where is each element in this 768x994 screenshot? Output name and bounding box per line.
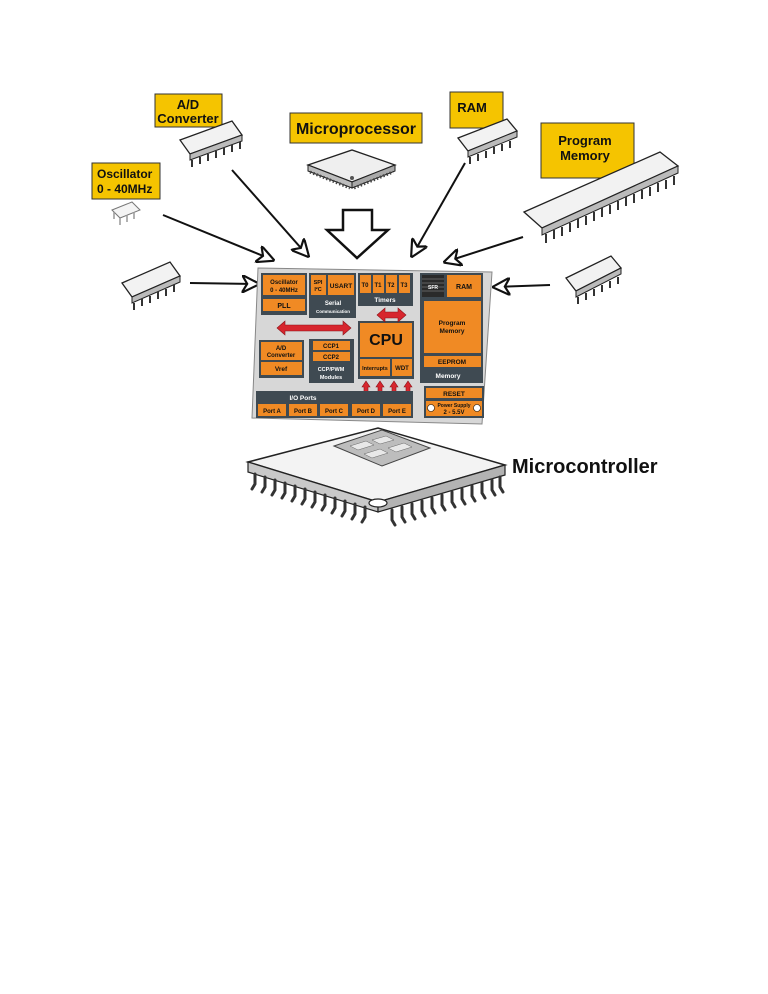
svg-text:Port C: Port C	[325, 409, 344, 415]
svg-text:Power Supply: Power Supply	[437, 403, 470, 409]
svg-text:T3: T3	[400, 283, 408, 289]
svg-text:Memory: Memory	[440, 328, 465, 335]
svg-text:CPU: CPU	[369, 332, 403, 349]
svg-text:Serial: Serial	[325, 301, 342, 307]
svg-text:EEPROM: EEPROM	[438, 359, 466, 366]
svg-text:2 - 5.5V: 2 - 5.5V	[443, 410, 464, 416]
svg-text:Port D: Port D	[357, 409, 376, 415]
svg-text:Memory: Memory	[436, 373, 461, 380]
microcontroller-label: Microcontroller	[512, 456, 658, 478]
svg-text:A/D: A/D	[177, 97, 199, 112]
svg-text:CCP2: CCP2	[323, 355, 340, 361]
right-chip-icon	[564, 255, 623, 304]
svg-text:WDT: WDT	[395, 366, 409, 372]
svg-text:Port A: Port A	[263, 409, 281, 415]
svg-text:0 - 40MHz: 0 - 40MHz	[270, 288, 298, 294]
microcontroller-chip-icon	[245, 427, 508, 527]
svg-text:Modules: Modules	[320, 375, 342, 381]
svg-text:USART: USART	[330, 283, 352, 290]
svg-text:SPI: SPI	[314, 280, 323, 286]
connection-arrows	[162, 162, 551, 287]
svg-text:T2: T2	[387, 283, 395, 289]
svg-text:0 - 40MHz: 0 - 40MHz	[97, 182, 152, 196]
svg-text:Program: Program	[558, 133, 611, 148]
microprocessor-label: Microprocessor	[289, 112, 423, 144]
svg-text:I/O Ports: I/O Ports	[289, 395, 316, 402]
microprocessor-chip-icon	[306, 149, 397, 190]
svg-text:Oscillator: Oscillator	[270, 280, 298, 286]
svg-text:CCP1: CCP1	[323, 344, 340, 350]
svg-text:Timers: Timers	[374, 297, 396, 304]
svg-text:Interrupts: Interrupts	[362, 366, 388, 372]
svg-text:Converter: Converter	[157, 111, 218, 126]
svg-text:Microprocessor: Microprocessor	[296, 121, 416, 138]
svg-text:A/D: A/D	[276, 346, 287, 352]
svg-text:RAM: RAM	[456, 284, 472, 291]
svg-text:Port E: Port E	[388, 409, 406, 415]
program-memory-chip-icon	[522, 151, 680, 243]
ram-chip-icon	[456, 118, 519, 164]
oscillator-label: Oscillator 0 - 40MHz	[91, 162, 161, 200]
svg-text:Program: Program	[439, 320, 466, 327]
svg-text:Port B: Port B	[294, 409, 313, 415]
svg-text:SFR: SFR	[428, 285, 438, 291]
svg-text:Oscillator: Oscillator	[97, 167, 153, 181]
oscillator-chip-icon	[111, 201, 141, 225]
svg-text:RESET: RESET	[443, 391, 465, 398]
svg-text:RAM: RAM	[457, 100, 487, 115]
svg-text:Vref: Vref	[275, 366, 288, 373]
left-chip-icon	[121, 261, 181, 310]
microcontroller-board: Oscillator 0 - 40MHz PLL SPI I²C USART S…	[251, 267, 493, 425]
program-memory-label: Program Memory	[540, 122, 635, 179]
svg-text:CCP/PWM: CCP/PWM	[318, 367, 345, 373]
svg-text:Communication: Communication	[316, 309, 350, 314]
svg-text:T1: T1	[374, 283, 382, 289]
svg-text:Converter: Converter	[267, 353, 296, 359]
svg-text:T0: T0	[361, 283, 369, 289]
adc-chip-icon	[178, 120, 244, 167]
adc-label: A/D Converter	[154, 93, 223, 128]
down-arrow-icon	[323, 208, 392, 260]
svg-text:Memory: Memory	[560, 148, 611, 163]
svg-text:PLL: PLL	[277, 303, 291, 310]
ram-label: RAM	[449, 91, 504, 129]
svg-text:I²C: I²C	[314, 286, 321, 293]
